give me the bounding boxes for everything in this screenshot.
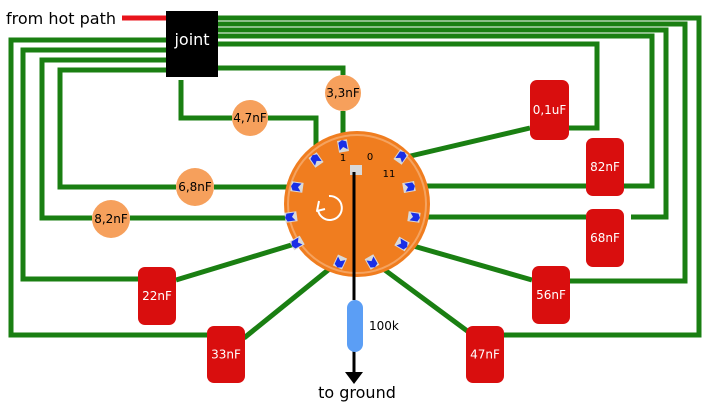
- switch-lug-10: [290, 181, 304, 193]
- lug-contact: [366, 256, 378, 268]
- wire-rail-68nf: [218, 27, 669, 220]
- lug-pad: [350, 165, 362, 175]
- capacitor-value: 3,3nF: [326, 86, 360, 100]
- switch-lug-9: [284, 211, 298, 223]
- capacitor-c-47n: 47nF: [466, 326, 504, 383]
- wire-rail-4-7nf: [178, 80, 232, 121]
- clockwise-rotation-icon: [316, 194, 343, 221]
- capacitor-c-33n: 33nF: [207, 326, 245, 383]
- capacitor-c-82n: 82nF: [586, 138, 624, 196]
- lead-0-1uf: [401, 125, 531, 161]
- capacitor-body: [466, 326, 504, 383]
- capacitor-body: [207, 326, 245, 383]
- capacitor-value: 56nF: [536, 288, 566, 302]
- capacitor-c-100n: 0,1uF: [530, 80, 569, 140]
- capacitor-body: [530, 80, 569, 140]
- capacitor-value: 6,8nF: [178, 180, 212, 194]
- capacitor-value: 8,2nF: [94, 212, 128, 226]
- lug-contact: [395, 151, 407, 163]
- switch-lug-1: [350, 165, 362, 175]
- capacitor-body: [586, 209, 624, 267]
- lug-contact: [291, 182, 302, 192]
- capacitor-value: 33nF: [211, 348, 241, 362]
- capacitor-value: 68nF: [590, 231, 620, 245]
- wire-rail-6-8nf: [57, 67, 176, 190]
- lug-contact: [285, 212, 296, 222]
- capacitor-c-6n8: 6,8nF: [176, 168, 214, 206]
- capacitor-body: [532, 266, 570, 324]
- switch-lug-5: [394, 236, 410, 252]
- resistor-neck: [349, 312, 361, 340]
- switch-lug-0: [337, 139, 349, 153]
- rotary-switch: 1 0 11: [284, 131, 430, 300]
- ground-label: to ground: [318, 383, 396, 402]
- capacitor-body: [325, 75, 361, 111]
- capacitor-c-8n2: 8,2nF: [92, 200, 130, 238]
- lug-contact: [409, 212, 420, 222]
- switch-lug-3: [402, 181, 416, 193]
- wire-rail-56nf: [218, 21, 688, 284]
- capacitor-value: 22nF: [142, 289, 172, 303]
- position-label-1: 1: [340, 153, 346, 164]
- capacitor-body: [138, 267, 176, 325]
- switch-body: [284, 131, 430, 277]
- wire-rail-0-1uf: [218, 41, 600, 131]
- resistor-label: 100k: [369, 319, 399, 333]
- lead-56nf: [402, 240, 533, 283]
- lug-contact: [291, 237, 303, 249]
- joint-label: joint: [173, 30, 209, 49]
- switch-lug-11: [308, 152, 324, 168]
- lead-33nf: [242, 260, 340, 340]
- joint-body: [166, 11, 218, 77]
- position-label-11: 11: [383, 169, 396, 180]
- capacitor-c-4n7: 4,7nF: [232, 100, 268, 136]
- switch-lug-6: [364, 254, 380, 270]
- capacitor-body: [92, 200, 130, 238]
- wire-rail-82nf: [218, 33, 655, 189]
- wire-rail-3-3nf: [218, 65, 346, 75]
- lug-contact: [338, 140, 348, 151]
- capacitor-c-22n: 22nF: [138, 267, 176, 325]
- hot-path-label: from hot path: [6, 9, 116, 28]
- wire-rail-47nf: [218, 15, 702, 338]
- wire-rail-22nf: [20, 47, 166, 282]
- capacitor-c-3n3: 3,3nF: [325, 75, 361, 111]
- switch-ring: [287, 134, 427, 274]
- lug-contact: [310, 154, 322, 166]
- lead-22nf: [175, 240, 299, 283]
- wire-rail-8-2nf: [39, 57, 166, 221]
- capacitor-value: 47nF: [470, 348, 500, 362]
- capacitor-value: 4,7nF: [233, 111, 267, 125]
- lead-47nf: [372, 259, 472, 336]
- capacitor-c-68n: 68nF: [586, 209, 624, 267]
- lug-contact: [334, 256, 346, 268]
- arrow-down-icon: [345, 372, 363, 384]
- position-label-0: 0: [367, 152, 373, 163]
- resistor-100k: 100k: [347, 300, 399, 374]
- switch-lug-8: [289, 235, 305, 251]
- capacitor-body: [176, 168, 214, 206]
- lug-contact: [404, 182, 415, 192]
- capacitor-c-56n: 56nF: [532, 266, 570, 324]
- switch-lug-7: [332, 254, 348, 270]
- switch-lug-4: [407, 211, 421, 223]
- switch-lug-2: [393, 149, 409, 165]
- lug-contact: [396, 238, 408, 250]
- capacitor-value: 0,1uF: [533, 103, 567, 117]
- capacitor-value: 82nF: [590, 160, 620, 174]
- joint-block: joint: [166, 11, 218, 77]
- capacitor-body: [586, 138, 624, 196]
- wire-rail-33nf: [8, 37, 207, 338]
- capacitor-body: [232, 100, 268, 136]
